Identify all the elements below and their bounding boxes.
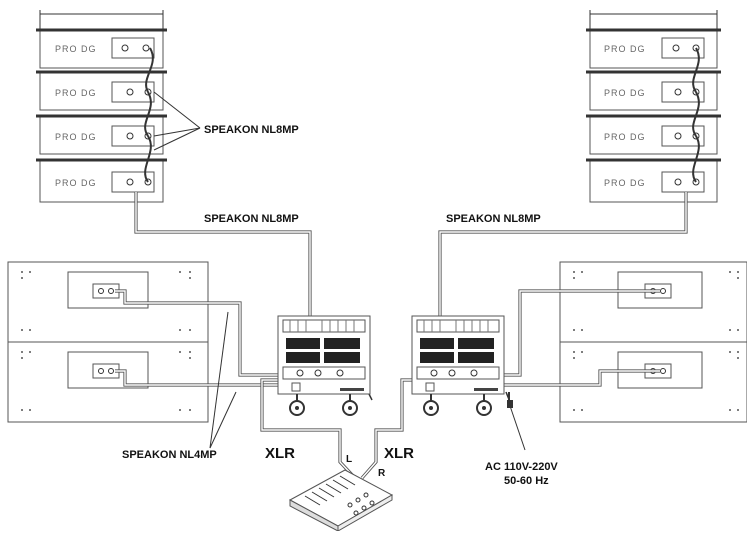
- left-array-cabinet-1: PRO DG: [36, 28, 167, 69]
- right-subwoofer-stack: [559, 261, 747, 423]
- brand-label: PRO DG: [55, 88, 97, 98]
- left-array-cabinet-3: PRO DG: [36, 114, 167, 155]
- right-amplifier-rack: [411, 315, 505, 416]
- left-subwoofer-stack: [7, 261, 209, 423]
- label-speakon-nl8mp-left: SPEAKON NL8MP: [204, 213, 299, 225]
- right-array-cabinet-1: PRO DG: [586, 28, 721, 69]
- label-speakon-nl4mp: SPEAKON NL4MP: [122, 449, 217, 461]
- label-xlr-left: XLR: [265, 445, 295, 462]
- brand-label: PRO DG: [55, 178, 97, 188]
- label-speakon-nl8mp-top: SPEAKON NL8MP: [204, 124, 299, 136]
- left-amplifier-rack: [277, 315, 371, 416]
- mixer: [288, 469, 394, 532]
- right-array-cabinet-4: PRO DG: [586, 158, 721, 203]
- label-xlr-right: XLR: [384, 445, 414, 462]
- left-array-cabinet-4: PRO DG: [36, 158, 167, 203]
- brand-label: PRO DG: [604, 44, 646, 54]
- right-array-cabinet-2: PRO DG: [586, 70, 721, 111]
- brand-label: PRO DG: [55, 44, 97, 54]
- pointer-lines: [153, 91, 526, 451]
- right-array-cabinet-3: PRO DG: [586, 114, 721, 155]
- left-line-array: PRO DG PRO DG PRO DG PRO DG: [36, 10, 167, 203]
- label-speakon-nl8mp-right: SPEAKON NL8MP: [446, 213, 541, 225]
- power-plug-icon: [507, 392, 513, 408]
- right-line-array: PRO DG PRO DG PRO DG PRO DG: [586, 10, 721, 203]
- brand-label: PRO DG: [55, 132, 97, 142]
- label-ac-frequency: 50-60 Hz: [504, 475, 549, 487]
- brand-label: PRO DG: [604, 178, 646, 188]
- label-ac-voltage: AC 110V-220V: [485, 461, 558, 473]
- brand-label: PRO DG: [604, 132, 646, 142]
- left-array-cabinet-2: PRO DG: [36, 70, 167, 111]
- label-channel-r: R: [378, 468, 386, 479]
- brand-label: PRO DG: [604, 88, 646, 98]
- label-channel-l: L: [346, 454, 352, 465]
